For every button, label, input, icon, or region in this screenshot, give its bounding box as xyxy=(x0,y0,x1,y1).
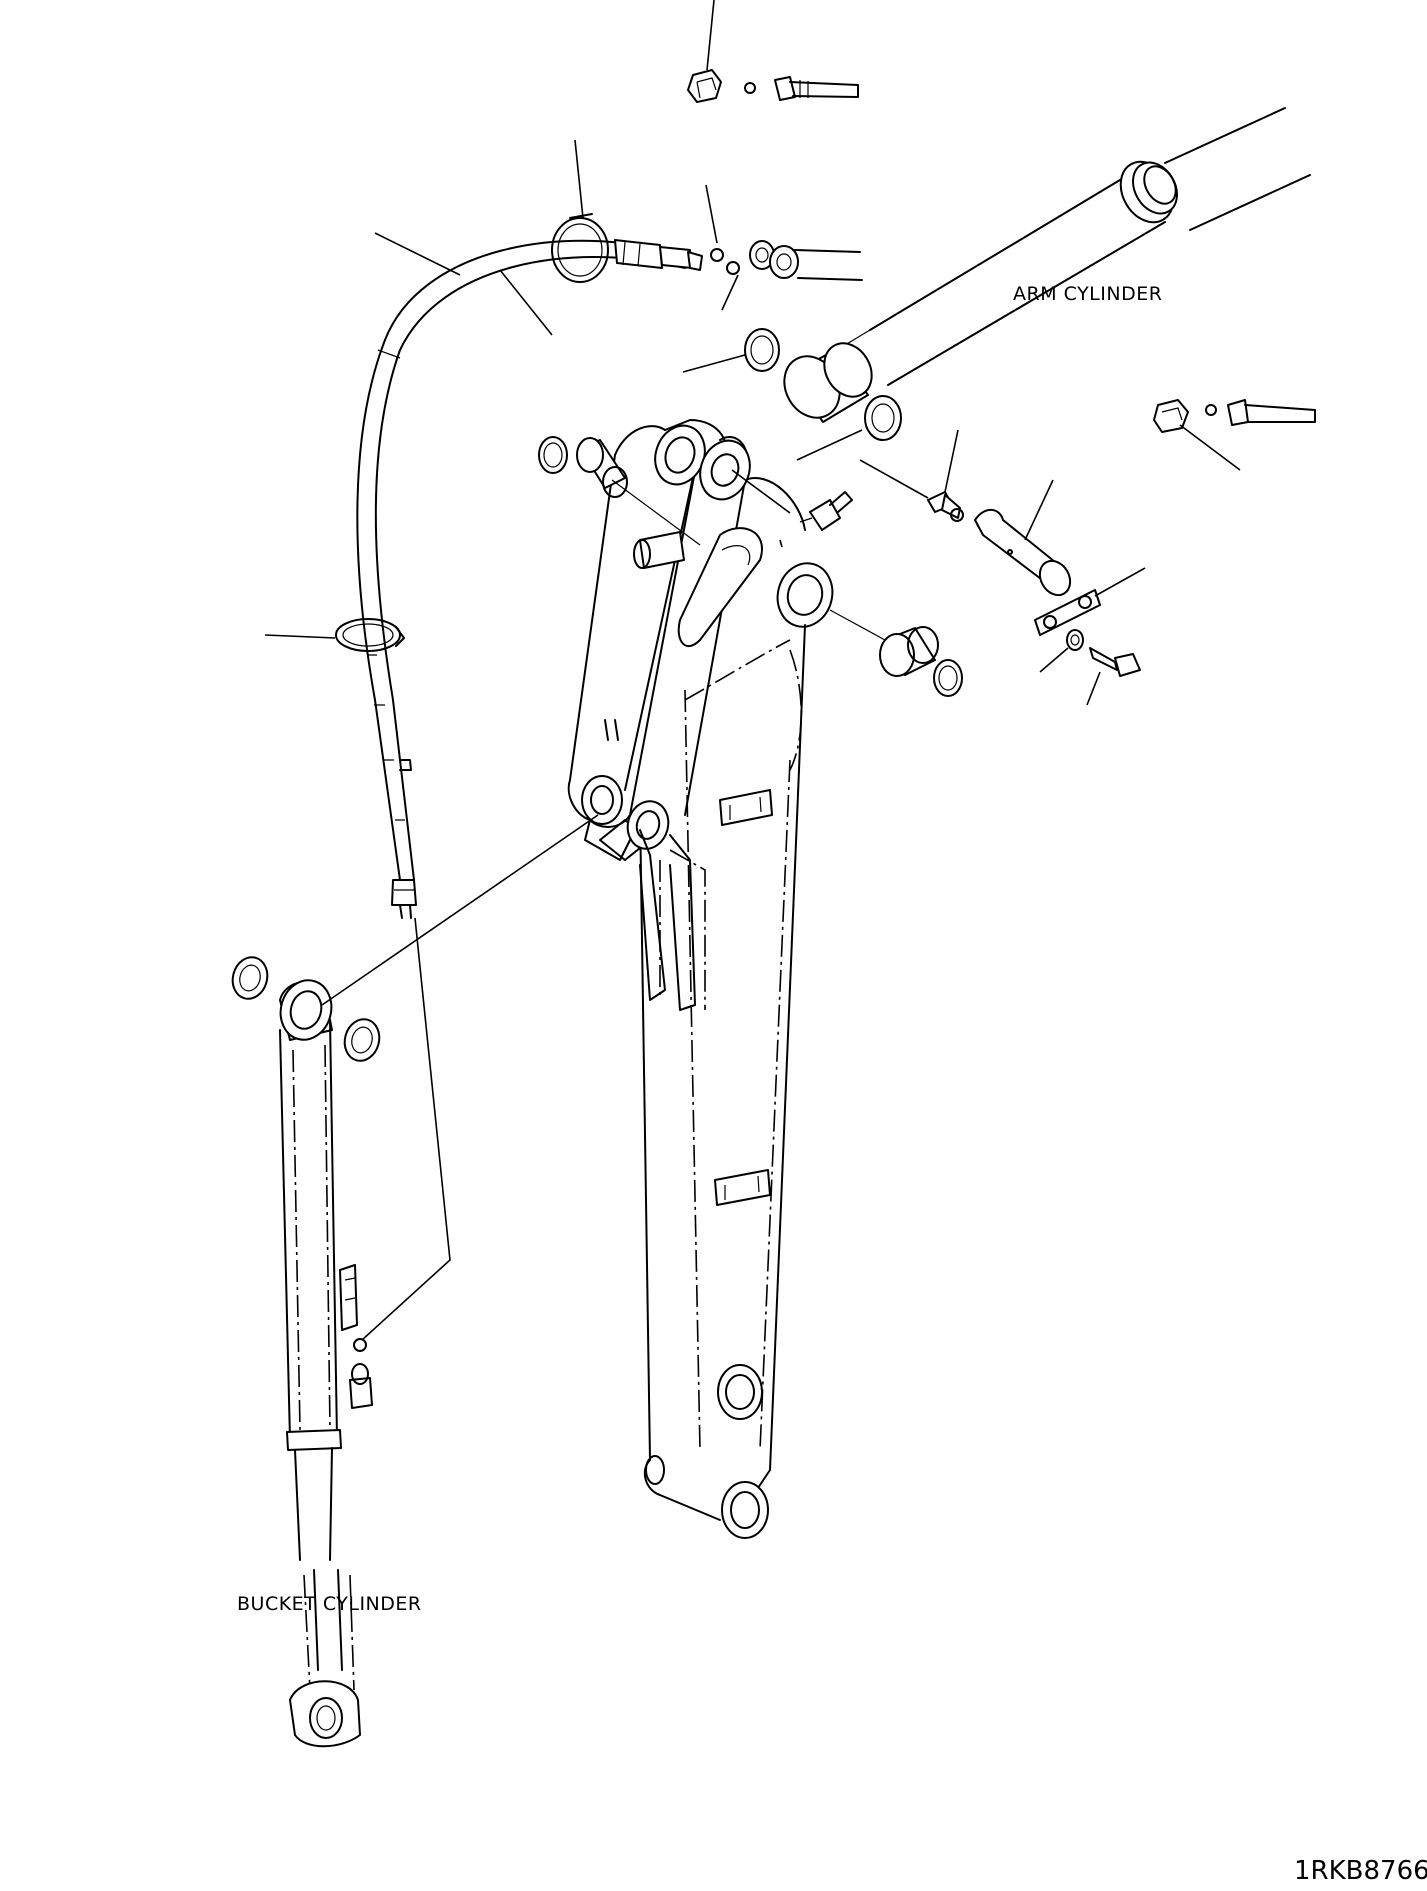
arm-pin xyxy=(974,479,1072,597)
grease-fitting xyxy=(731,469,853,548)
arm-top-bushing xyxy=(538,436,701,546)
hose-clamp-upper xyxy=(551,213,609,283)
arm-cylinder-bushing xyxy=(783,342,873,423)
front-bushing xyxy=(829,609,963,697)
arm-cylinder-label: ARM CYLINDER xyxy=(1013,283,1162,305)
arm-body xyxy=(567,419,834,1539)
bucket-cylinder xyxy=(231,956,381,1748)
bucket-cylinder-leader xyxy=(321,814,599,1006)
lock-bolt xyxy=(1039,629,1141,706)
right-plug-fitting xyxy=(1153,399,1316,471)
shim-upper xyxy=(744,328,780,372)
hose-leader-2 xyxy=(499,269,553,336)
right-grease-nipple xyxy=(859,429,964,522)
bucket-cylinder-label: BUCKET CYLINDER xyxy=(237,1593,422,1615)
clamp-leader-top xyxy=(574,139,584,219)
clamp-leader-lower xyxy=(264,634,336,639)
arm-cylinder xyxy=(794,107,1311,386)
drawing-code: 1RKB87661 xyxy=(1294,1856,1427,1886)
hose-leader-1 xyxy=(374,232,461,276)
lock-plate xyxy=(1034,567,1146,636)
bucket-hose xyxy=(356,239,703,919)
hose-routing-leader xyxy=(361,917,451,1341)
hose-end-fittings xyxy=(705,184,863,311)
shim-right xyxy=(864,395,902,441)
hose-clamp-lower xyxy=(335,618,405,652)
plug-fitting-top xyxy=(687,0,859,103)
